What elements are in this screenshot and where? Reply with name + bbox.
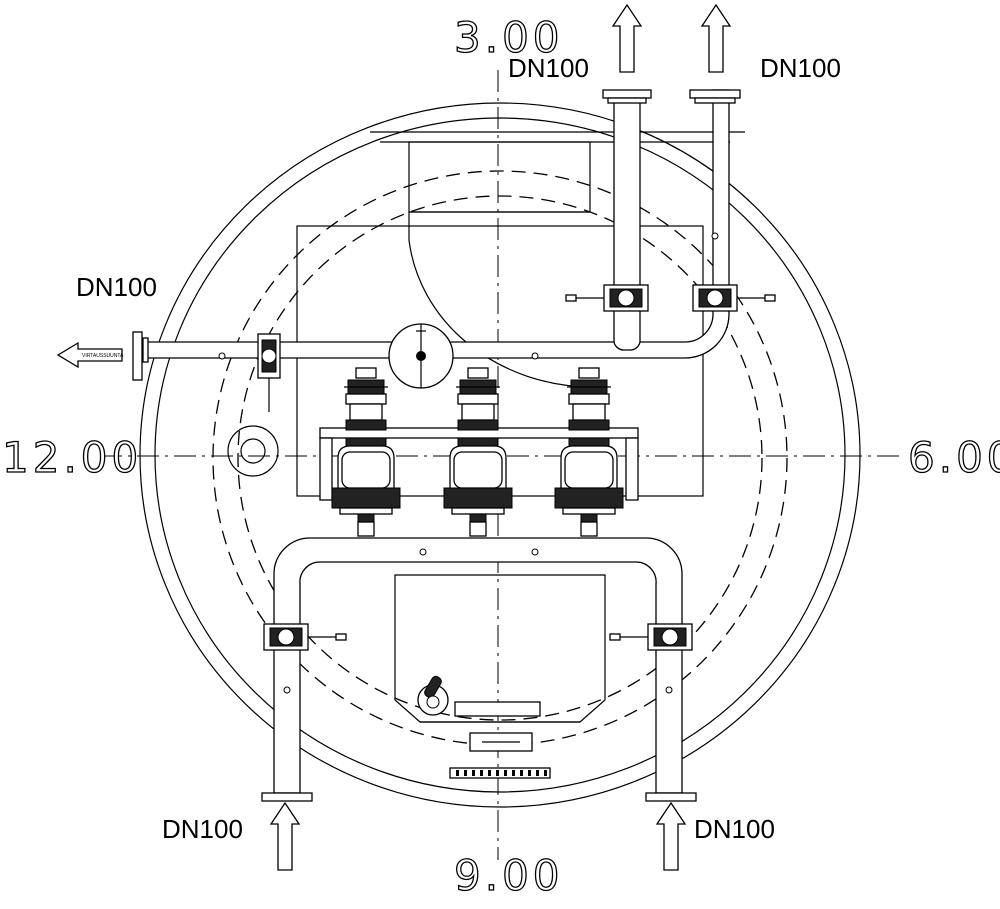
bottom-hatch [394, 574, 606, 779]
grate-slot [536, 770, 539, 776]
outlet-arrow-left: VIRTAUSSUUNTA [56, 341, 124, 369]
grate-slot [472, 770, 475, 776]
grate-slot [528, 770, 531, 776]
riser-pipe-2 [689, 89, 741, 104]
clock-label-left: 12.00 [2, 433, 142, 482]
grate-slot [496, 770, 499, 776]
wall-sleeve [227, 425, 279, 477]
grate-slot [512, 770, 515, 776]
dn-label-outlet-left: DN100 [76, 272, 157, 302]
grate-slot [520, 770, 523, 776]
top-hatch [370, 131, 745, 388]
riser-valve-2 [692, 284, 776, 312]
grate-slot [488, 770, 491, 776]
arrow-text-left: VIRTAUSSUUNTA [82, 353, 124, 359]
outlet-arrow-top-2 [700, 3, 732, 73]
suction-valve-right [609, 623, 693, 651]
pump-2 [443, 367, 513, 537]
grate-slot [504, 770, 507, 776]
dn-label-outlet-top-1: DN100 [508, 53, 589, 83]
clock-label-bottom: 9.00 [454, 851, 564, 900]
inlet-arrow-bottom-right [655, 801, 687, 871]
ladder-handle-icon [417, 675, 449, 716]
dn-label-outlet-top-2: DN100 [760, 53, 841, 83]
grate-slot [544, 770, 547, 776]
outlet-arrow-top-1 [611, 3, 643, 73]
pressure-gauge [388, 323, 454, 389]
outlet-valve [257, 333, 281, 412]
dn-label-inlet-right: DN100 [694, 814, 775, 844]
suction-manifold [261, 537, 697, 802]
clock-label-top: 3.00 [454, 13, 564, 62]
drain-grate [456, 770, 547, 776]
pumps-group [331, 367, 624, 537]
pump-3 [554, 367, 624, 537]
riser-valve-1 [565, 284, 649, 312]
grate-slot [456, 770, 459, 776]
grate-slot [480, 770, 483, 776]
clock-label-right: 6.00 [908, 433, 1000, 482]
grate-slot [464, 770, 467, 776]
suction-valve-left [263, 623, 347, 651]
pump-1 [331, 367, 401, 537]
dn-label-inlet-left: DN100 [162, 814, 243, 844]
inlet-arrow-bottom-left [269, 801, 301, 871]
